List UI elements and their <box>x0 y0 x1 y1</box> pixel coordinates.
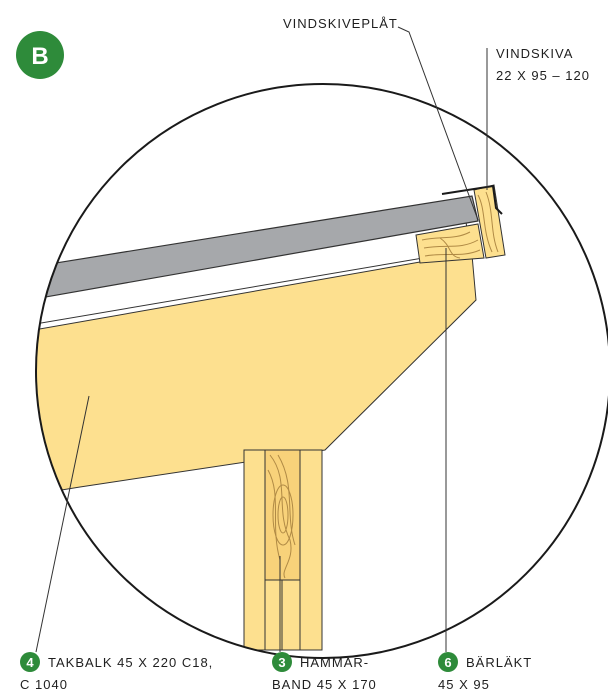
callout-hammarband: 3 HAMMAR- BAND 45 X 170 <box>272 652 377 692</box>
callout-takbalk: 4 TAKBALK 45 X 220 C18, C 1040 <box>20 652 213 692</box>
callout-label-line2: C 1040 <box>20 677 68 692</box>
callout-label-line2: 45 X 95 <box>438 677 490 692</box>
callout-label-line1: TAKBALK 45 X 220 C18, <box>48 655 213 670</box>
leader-lines <box>35 26 488 653</box>
callout-number: 3 <box>278 655 285 670</box>
section-badge-letter: B <box>31 43 48 70</box>
callout-label-line2: BAND 45 X 170 <box>272 677 377 692</box>
hammarband-grain-block <box>264 449 301 581</box>
callout-label-line1: HAMMAR- <box>300 655 369 670</box>
detail-circle <box>35 83 608 659</box>
detail-circle-contents <box>36 184 506 651</box>
callout-number: 4 <box>26 655 34 670</box>
label-vindskiva-dimensions: 22 X 95 – 120 <box>496 68 590 83</box>
callout-number: 6 <box>444 655 451 670</box>
callout-barlakt: 6 BÄRLÄKT 45 X 95 <box>438 652 532 692</box>
section-badge: B <box>16 31 64 79</box>
label-vindskiva: VINDSKIVA <box>496 46 573 61</box>
callout-label-line1: BÄRLÄKT <box>466 655 532 670</box>
roof-sheathing <box>36 195 479 306</box>
label-vindskiveplat: VINDSKIVEPLÅT <box>283 16 398 31</box>
